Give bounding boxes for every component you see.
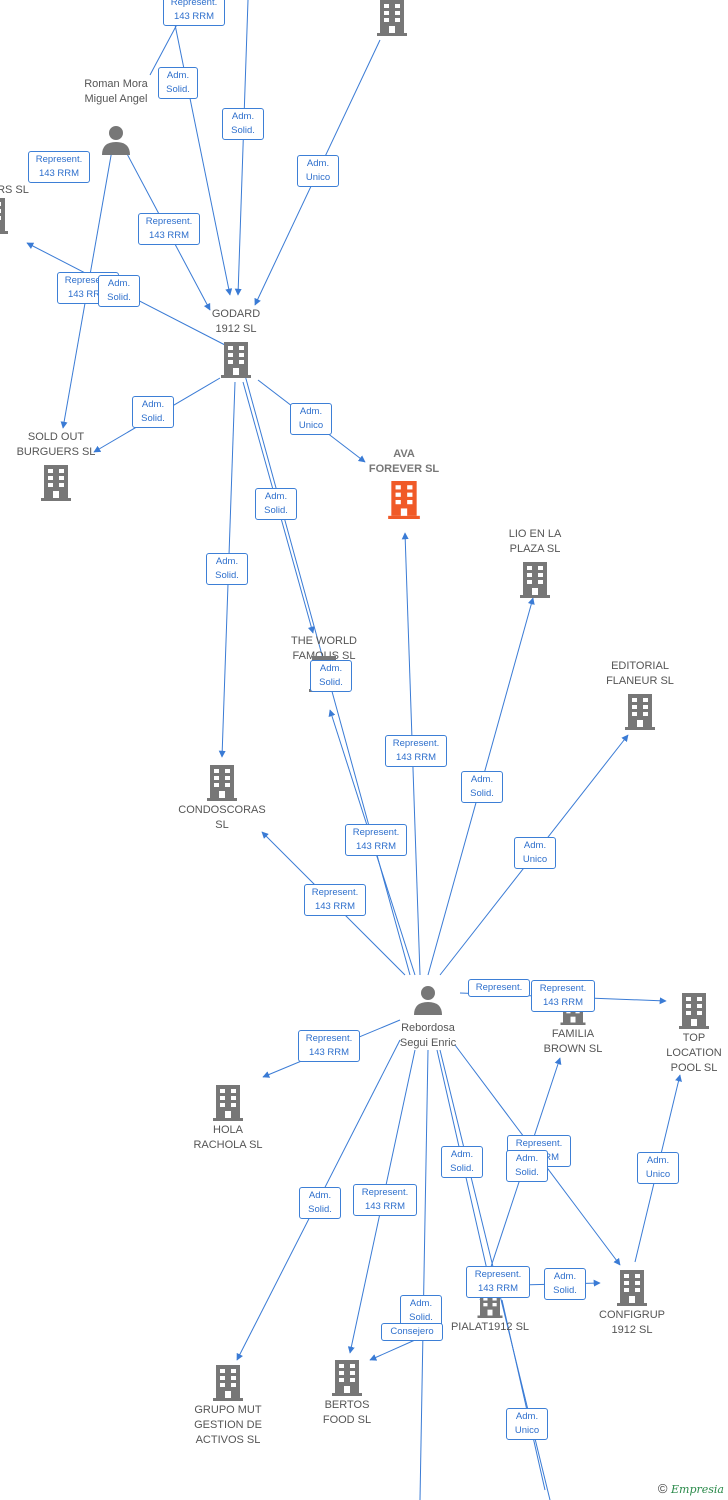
node-label: GRUPO MUT GESTION DE ACTIVOS SL bbox=[194, 1404, 262, 1446]
person-icon bbox=[414, 986, 442, 1015]
node-label: RS SL bbox=[0, 184, 29, 196]
building-icon bbox=[0, 198, 8, 234]
company-node-configrup[interactable]: CONFIGRUP 1912 SL bbox=[592, 1270, 672, 1338]
relation-badge[interactable]: Adm. Solid. bbox=[400, 1295, 442, 1327]
relation-badge[interactable]: Adm. Solid. bbox=[461, 771, 503, 803]
building-icon bbox=[221, 342, 251, 378]
building-icon bbox=[377, 0, 407, 36]
empresia-logo: © Empresia bbox=[658, 1481, 724, 1496]
relation-badge[interactable]: Adm. Unico bbox=[514, 837, 556, 869]
building-icon bbox=[388, 481, 420, 519]
relation-badge[interactable]: Adm. Solid. bbox=[132, 396, 174, 428]
node-label: CONDOSCORAS SL bbox=[178, 804, 266, 831]
relation-badge[interactable]: Adm. Unico bbox=[506, 1408, 548, 1440]
node-label: FAMILIA BROWN SL bbox=[543, 1028, 603, 1055]
company-node-lio-en-la-plaza[interactable]: LIO EN LA PLAZA SL bbox=[495, 527, 575, 598]
relation-badge[interactable]: Adm. Solid. bbox=[158, 67, 198, 99]
relation-badge[interactable]: Adm. Solid. bbox=[98, 275, 140, 307]
relation-badge[interactable]: Adm. Solid. bbox=[222, 108, 264, 140]
company-node-bertos-food[interactable]: BERTOS FOOD SL bbox=[307, 1360, 387, 1428]
node-label: Roman Mora Miguel Angel bbox=[84, 78, 148, 105]
brand-name: Empresia bbox=[671, 1483, 724, 1496]
node-label: Rebordosa Segui Enric bbox=[399, 1022, 457, 1049]
company-node-godard[interactable]: GODARD 1912 SL bbox=[196, 307, 276, 378]
relation-badge[interactable]: Represent. 143 RRM bbox=[353, 1184, 417, 1216]
building-icon bbox=[332, 1360, 362, 1396]
company-node-editorial-flaneur[interactable]: EDITORIAL FLANEUR SL bbox=[595, 659, 685, 730]
relation-badge[interactable]: Adm. Unico bbox=[637, 1152, 679, 1184]
relation-badge[interactable]: Represent. bbox=[468, 979, 530, 997]
node-label: PIALAT1912 SL bbox=[450, 1321, 530, 1333]
relation-badge[interactable]: Adm. Solid. bbox=[506, 1150, 548, 1182]
building-icon bbox=[213, 1085, 243, 1121]
company-node-condoscoras[interactable]: CONDOSCORAS SL bbox=[172, 765, 272, 833]
relation-badge[interactable]: Adm. Solid. bbox=[310, 660, 352, 692]
relation-badge[interactable]: Adm. Unico bbox=[297, 155, 339, 187]
relation-badge[interactable]: Represent. 143 RRM bbox=[163, 0, 225, 26]
node-label: TOP LOCATION POOL SL bbox=[666, 1032, 722, 1074]
relation-badge[interactable]: Represent. 143 RRM bbox=[28, 151, 90, 183]
copyright-symbol: © bbox=[657, 1481, 668, 1496]
node-label: GODARD 1912 SL bbox=[211, 308, 261, 335]
person-icon bbox=[102, 126, 130, 155]
relation-badge[interactable]: Adm. Solid. bbox=[544, 1268, 586, 1300]
relation-badge[interactable]: Represent. 143 RRM bbox=[466, 1266, 530, 1298]
node-label: SOLD OUT BURGUERS SL bbox=[16, 431, 96, 458]
building-icon bbox=[625, 694, 655, 730]
relation-badge[interactable]: Represent. 143 RRM bbox=[385, 735, 447, 767]
relation-badge[interactable]: Represent. 143 RRM bbox=[298, 1030, 360, 1062]
relation-badge[interactable]: Consejero bbox=[381, 1323, 443, 1341]
building-icon bbox=[213, 1365, 243, 1401]
building-icon bbox=[41, 465, 71, 501]
relation-badge[interactable]: Adm. Solid. bbox=[441, 1146, 483, 1178]
company-node-hola-rachola[interactable]: HOLA RACHOLA SL bbox=[185, 1085, 271, 1153]
relation-badge[interactable]: Adm. Unico bbox=[290, 403, 332, 435]
company-node-sold-out[interactable]: SOLD OUT BURGUERS SL bbox=[6, 430, 106, 501]
relation-badge[interactable]: Represent. 143 RRM bbox=[138, 213, 200, 245]
node-label: HOLA RACHOLA SL bbox=[193, 1124, 263, 1151]
company-node-ava-forever[interactable]: AVA FOREVER SL bbox=[358, 447, 450, 519]
building-icon bbox=[207, 765, 237, 801]
person-node-roman-mora[interactable]: Roman Mora Miguel Angel bbox=[66, 77, 166, 155]
node-label: LIO EN LA PLAZA SL bbox=[508, 528, 562, 555]
company-node-top[interactable] bbox=[372, 0, 412, 36]
company-node-grupo-mut[interactable]: GRUPO MUT GESTION DE ACTIVOS SL bbox=[183, 1365, 273, 1448]
building-icon bbox=[617, 1270, 647, 1306]
node-label: BERTOS FOOD SL bbox=[322, 1399, 372, 1426]
building-icon bbox=[520, 562, 550, 598]
node-label: AVA FOREVER SL bbox=[368, 448, 440, 475]
relation-badge[interactable]: Represent. 143 RRM bbox=[345, 824, 407, 856]
relation-badge[interactable]: Represent. 143 RRM bbox=[304, 884, 366, 916]
relation-badge[interactable]: Adm. Solid. bbox=[299, 1187, 341, 1219]
relation-badge[interactable]: Represent. 143 RRM bbox=[531, 980, 595, 1012]
relation-badge[interactable]: Adm. Solid. bbox=[255, 488, 297, 520]
company-node-rs-sl[interactable]: RS SL bbox=[0, 183, 38, 234]
building-icon bbox=[679, 993, 709, 1029]
node-label: CONFIGRUP 1912 SL bbox=[599, 1309, 665, 1336]
company-node-top-location-pool[interactable]: TOP LOCATION POOL SL bbox=[655, 993, 728, 1076]
node-label: EDITORIAL FLANEUR SL bbox=[606, 660, 674, 687]
relation-badge[interactable]: Adm. Solid. bbox=[206, 553, 248, 585]
person-node-rebordosa[interactable]: Rebordosa Segui Enric bbox=[383, 985, 473, 1051]
